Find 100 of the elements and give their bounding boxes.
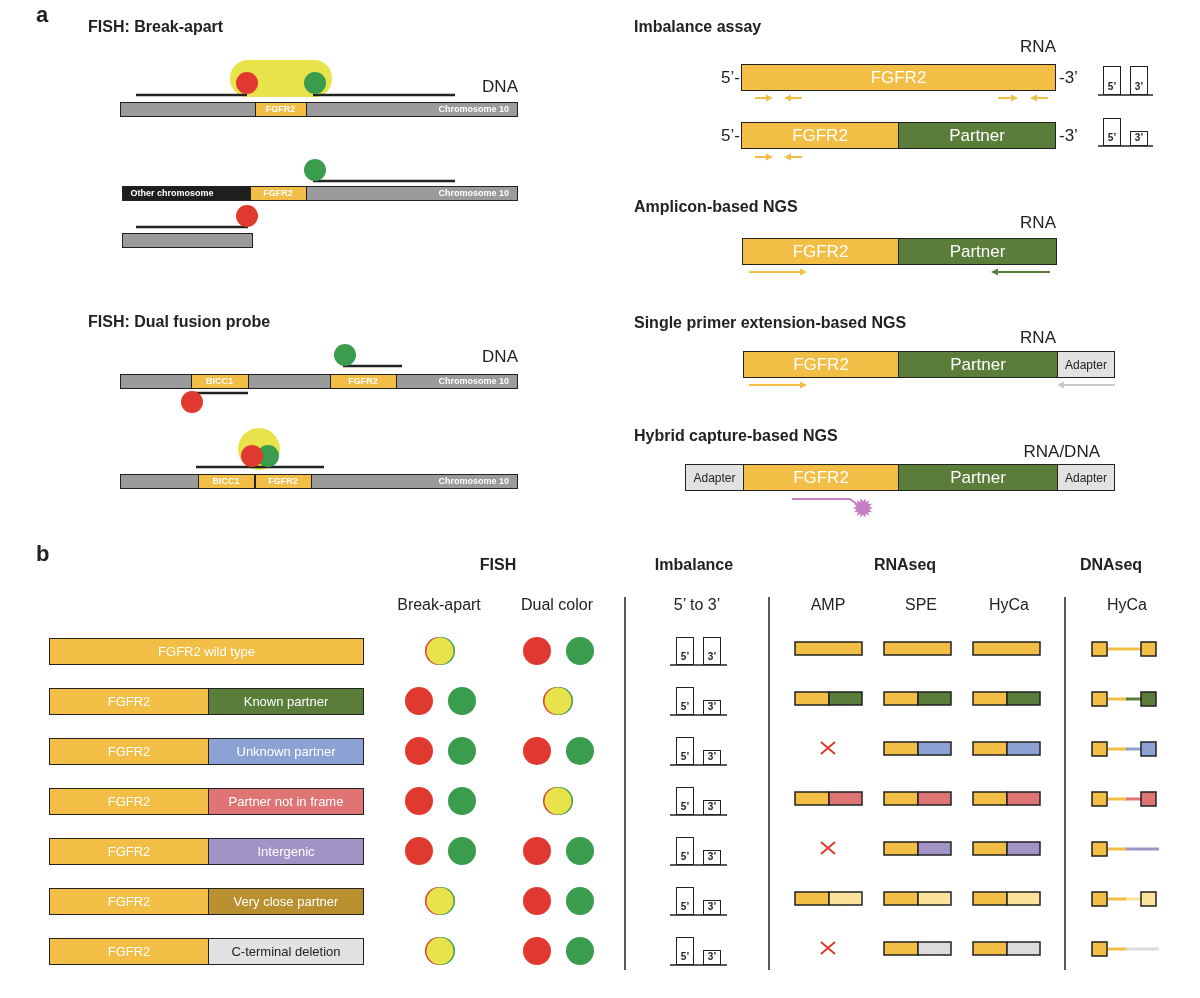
- histogram-bar: [1103, 66, 1121, 95]
- segment-label: Partner: [950, 356, 1006, 373]
- section-title: Hybrid capture-based NGS: [634, 428, 838, 444]
- segment-label: FGFR2: [107, 895, 151, 908]
- bar-label: 3’: [707, 752, 717, 764]
- segment-label: FGFR2: [107, 945, 151, 958]
- chromosome-segment: [121, 185, 250, 201]
- column-header: FISH: [479, 557, 517, 573]
- histogram-bar: [676, 837, 694, 865]
- segment-label: Partner: [949, 243, 1006, 260]
- bar-label: 5’: [1107, 82, 1117, 94]
- transcript-segment: [49, 788, 209, 815]
- segment-label: FGFR2: [870, 69, 927, 86]
- partner-segment: [208, 738, 364, 765]
- histogram-bar: [1103, 118, 1121, 146]
- segment-label: FGFR2: [107, 845, 151, 858]
- segment-label: Adapter: [1065, 471, 1107, 484]
- transcript-segment: [741, 122, 899, 149]
- transcript-segment: [743, 464, 899, 491]
- column-subheader: SPE: [905, 597, 937, 613]
- adapter-segment: [685, 464, 744, 491]
- end-label: 5’-: [721, 69, 740, 86]
- gene-segment: [190, 373, 249, 389]
- histogram-bar: [703, 850, 721, 865]
- partner-segment: [208, 888, 364, 915]
- segment-label: FGFR2: [265, 104, 296, 114]
- column-subheader: HyCa: [1107, 597, 1147, 613]
- histogram-bar: [1130, 131, 1148, 146]
- gene-segment: [197, 473, 255, 489]
- adapter-segment: [1057, 464, 1115, 491]
- section-title: Single primer extension-based NGS: [634, 315, 907, 331]
- histogram-bar: [676, 787, 694, 815]
- column-subheader: Break-apart: [397, 597, 481, 613]
- segment-label: Partner: [949, 127, 1005, 144]
- bar-label: 5’: [1107, 133, 1117, 145]
- bar-label: 5’: [680, 702, 690, 714]
- transcript-segment: [898, 464, 1058, 491]
- segment-label: FGFR2: [107, 745, 151, 758]
- gene-segment: [249, 185, 307, 201]
- bar-label: 3’: [707, 952, 717, 964]
- end-label: -3’: [1059, 127, 1078, 144]
- transcript-segment: [49, 838, 209, 865]
- gene-segment: [254, 473, 312, 489]
- segment-label: FGFR2: [107, 695, 151, 708]
- bar-label: 3’: [707, 852, 717, 864]
- histogram-bar: [676, 687, 694, 715]
- segment-label: Unknown partner: [236, 745, 336, 758]
- segment-label: Very close partner: [233, 895, 339, 908]
- segment-label: Adapter: [1065, 358, 1107, 371]
- panel-letter: b: [36, 543, 50, 565]
- molecule-label: RNA: [1020, 214, 1056, 231]
- transcript-segment: [743, 351, 899, 378]
- segment-label: Intergenic: [257, 845, 315, 858]
- segment-label: FGFR2: [792, 127, 848, 144]
- segment-label: BICC1: [206, 376, 233, 386]
- transcript-segment: [898, 238, 1057, 265]
- column-header: DNAseq: [1079, 557, 1143, 573]
- end-label: 5’-: [721, 127, 740, 144]
- transcript-segment: [49, 688, 209, 715]
- segment-label: C-terminal deletion: [231, 945, 341, 958]
- bar-label: 5’: [680, 652, 690, 664]
- segment-label: Partner not in frame: [228, 795, 344, 808]
- bar-label: 5’: [680, 752, 690, 764]
- segment-label: Adapter: [693, 471, 736, 484]
- histogram-bar: [676, 637, 694, 665]
- molecule-label: DNA: [482, 78, 518, 95]
- bar-label: 3’: [1134, 133, 1144, 145]
- column-header: RNAseq: [873, 557, 937, 573]
- molecule-label: RNA: [1020, 38, 1056, 55]
- bar-label: 3’: [707, 802, 717, 814]
- transcript-segment: [741, 64, 1056, 91]
- chromosome-bar: [120, 374, 518, 389]
- segment-label: Chromosome 10: [438, 377, 509, 386]
- histogram-bar: [703, 700, 721, 715]
- chromosome-bar: [122, 186, 518, 201]
- transcript-segment: [49, 638, 364, 665]
- histogram-bar: [703, 637, 721, 665]
- gene-segment: [254, 101, 307, 117]
- segment-label: FGFR2: [268, 476, 298, 486]
- histogram-bar: [676, 737, 694, 765]
- section-title: FISH: Break-apart: [88, 19, 224, 35]
- molecule-label: RNA: [1020, 329, 1056, 346]
- bar-label: 5’: [680, 802, 690, 814]
- chromosome-bar: [120, 474, 518, 489]
- transcript-segment: [742, 238, 899, 265]
- column-subheader: 5’ to 3’: [673, 597, 721, 613]
- end-label: -3’: [1059, 69, 1078, 86]
- bar-label: 3’: [707, 902, 717, 914]
- column-subheader: AMP: [810, 597, 846, 613]
- bar-label: 3’: [1134, 82, 1144, 94]
- bar-label: 5’: [680, 902, 690, 914]
- segment-label: FGFR2 wild type: [158, 645, 255, 658]
- column-subheader: Dual color: [521, 597, 593, 613]
- panel-letter: a: [36, 4, 49, 26]
- section-title: FISH: Dual fusion probe: [88, 314, 271, 330]
- partner-segment: [208, 938, 364, 965]
- segment-label: Other chromosome: [130, 188, 214, 198]
- transcript-segment: [898, 351, 1058, 378]
- partner-segment: [208, 838, 364, 865]
- transcript-segment: [898, 122, 1056, 149]
